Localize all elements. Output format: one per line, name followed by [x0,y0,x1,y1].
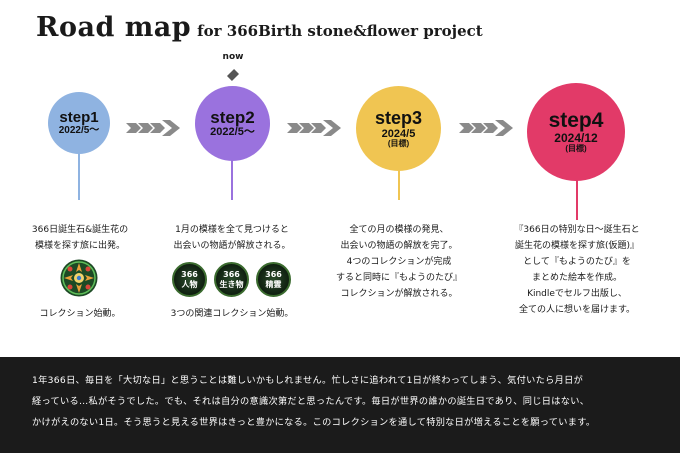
badge-number: 366 [181,269,198,279]
badge-number: 366 [265,269,282,279]
step1-stem [78,150,80,200]
step3-description: 全ての月の模様の発見、 出会いの物語の解放を完了。 4つのコレクションが完成 す… [319,222,479,302]
badge-number: 366 [223,269,240,279]
step3-desc-line: コレクションが解放される。 [340,289,458,299]
step2-desc-line: 出会いの物語が解放される。 [173,241,291,251]
step4-date: 2024/12 [554,131,598,146]
step1-description-after: コレクション始動。 [39,309,121,319]
step1-circle: step1 2022/5〜 [48,92,110,154]
step4-desc-line: として『もようのたび』を [523,257,631,267]
collection-emblem-icon [60,259,98,297]
footer-line: 1年366日、毎日を「大切な日」と思うことは難しいかもしれません。忙しさに追われ… [32,375,584,386]
step1-label: step1 [59,108,99,126]
arrow-1-icon [126,120,180,136]
title-sub: for 366Birth stone&flower project [197,22,483,40]
step2-desc-line: 1月の模様を全て見つけると [175,225,289,235]
step3-desc-line: 4つのコレクションが完成 [346,257,452,267]
step3-desc-line: 出会いの物語の解放を完了。 [340,241,458,251]
footer-line: かけがえのない1日。そう思うと見える世界はきっと豊かになる。このコレクションを通… [32,417,596,428]
step3-label: step3 [374,107,423,128]
step4-label: step4 [548,108,604,132]
step1-desc-line: 366日誕生石&誕生花の [31,225,129,235]
step3-circle: step3 2024/5 (目標) [356,86,441,171]
step3-note: (目標) [387,138,410,148]
step4-desc-line: 全ての人に想いを届けます。 [518,305,636,315]
step1-description: 366日誕生石&誕生花の 模様を探す旅に出発。 [0,222,160,254]
title-main: Road map [36,12,192,43]
step2-description: 1月の模様を全て見つけると 出会いの物語が解放される。 [152,222,312,254]
footer-message: 1年366日、毎日を「大切な日」と思うことは難しいかもしれません。忙しさに追われ… [0,357,680,453]
badge-person: 366 人物 [172,262,207,297]
step2-label: step2 [210,107,255,127]
badge-label: 人物 [181,279,198,289]
step4-desc-line: Kindleでセルフ出版し、 [527,289,627,299]
badge-label: 生き物 [219,279,244,289]
step3-date: 2024/5 [381,127,416,140]
step4-desc-line: まとめた絵本を作成。 [531,273,622,283]
step4-description: 『366日の特別な日〜誕生石と 誕生花の模様を探す旅(仮題)』 として『もようの… [487,222,667,318]
now-label: now [222,52,244,62]
step2-stem [231,160,233,200]
step4-note: (目標) [565,144,587,154]
step4-desc-line: 『366日の特別な日〜誕生石と [514,225,640,235]
page-title: Road map for 366Birth stone&flower projec… [36,12,483,43]
footer-line: 経っている…私がそうでした。でも、それは自分の意識次第だと思ったんです。毎日が世… [32,396,590,407]
step3-desc-line: すると同時に『もようのたび』 [335,273,462,283]
step4-stem [576,180,578,220]
now-marker-icon [226,68,240,82]
arrow-2-icon [287,120,341,136]
step2-description-after: 3つの関連コレクション始動。 [170,309,294,319]
badge-spirit: 366 精霊 [256,262,291,297]
step3-desc-line: 全ての月の模様の発見、 [349,225,449,235]
badge-creature: 366 生き物 [214,262,249,297]
badge-label: 精霊 [265,279,282,289]
step4-circle: step4 2024/12 (目標) [527,83,625,181]
step3-stem [398,168,400,200]
arrow-3-icon [459,120,513,136]
step1-date: 2022/5〜 [58,125,100,137]
step4-desc-line: 誕生花の模様を探す旅(仮題)』 [514,241,640,251]
step1-desc-line: 模様を探す旅に出発。 [34,241,125,251]
step2-date: 2022/5〜 [210,126,255,139]
step2-circle: step2 2022/5〜 [195,86,270,161]
